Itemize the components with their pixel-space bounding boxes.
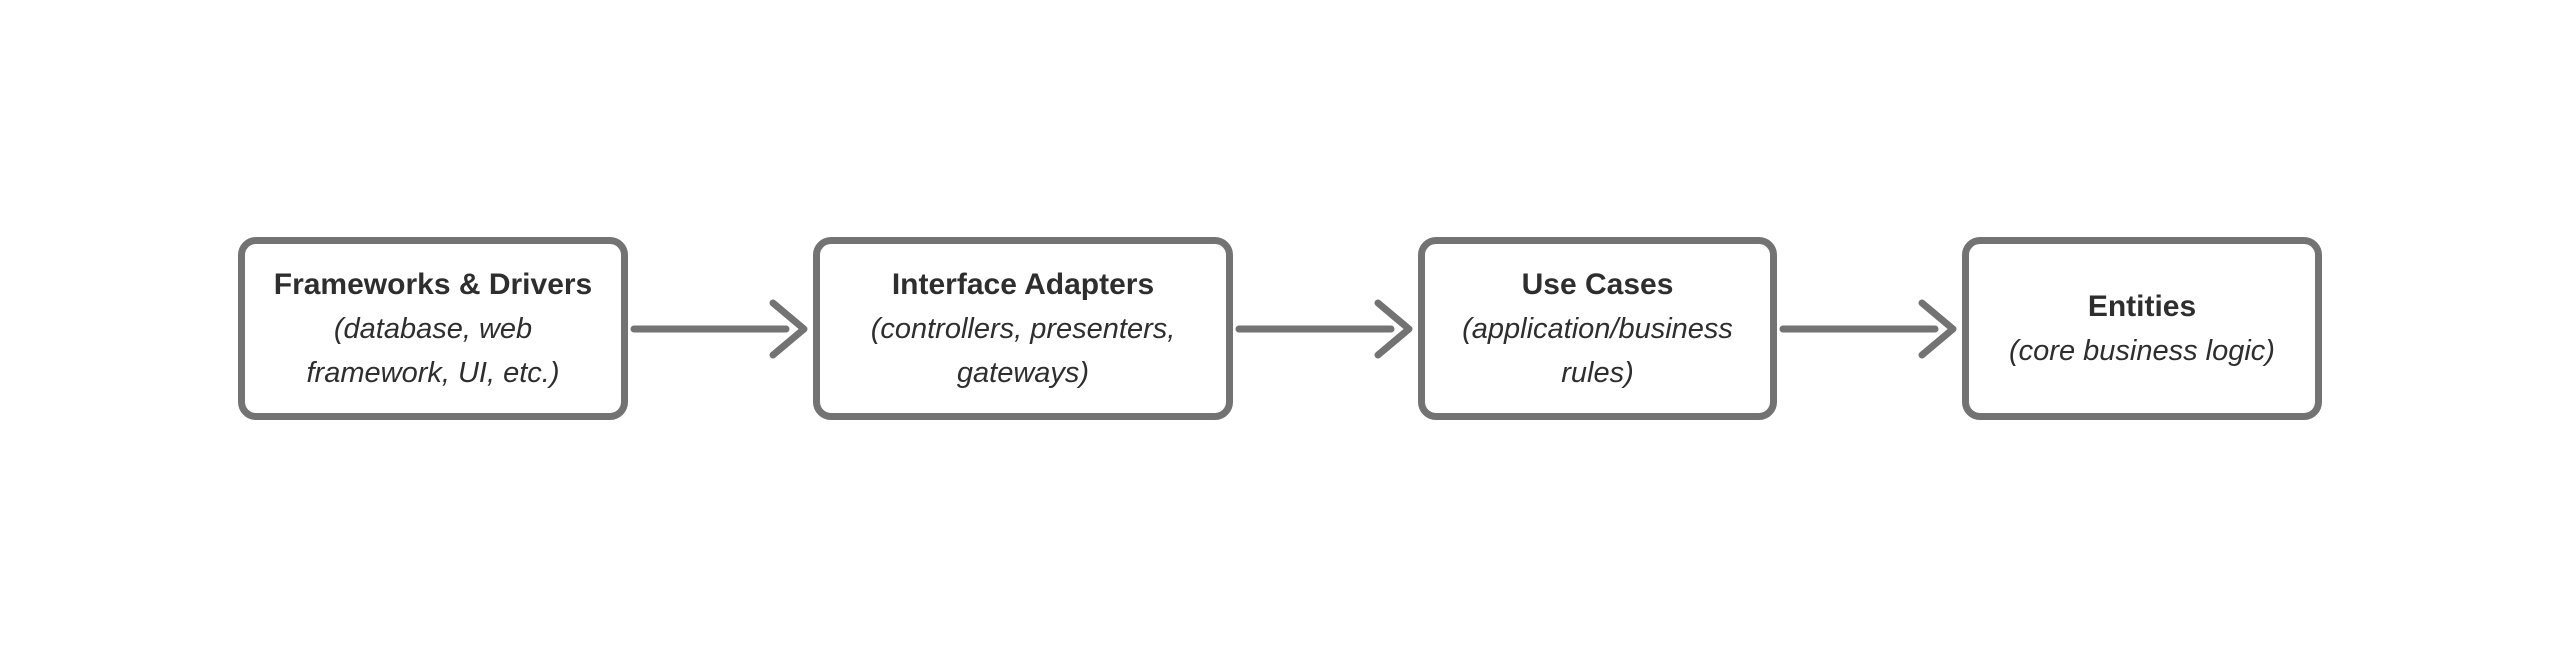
- right-arrow-icon: [630, 299, 808, 358]
- box-title: Entities: [2087, 289, 2197, 323]
- box-entities: Entities (core business logic): [1962, 237, 2322, 420]
- box-subtitle-line: (application/business: [1462, 312, 1733, 345]
- box-title: Frameworks & Drivers: [273, 267, 593, 301]
- box-subtitle-line: (database, web: [333, 312, 533, 345]
- box-subtitle-line: (core business logic): [2009, 334, 2275, 367]
- box-title: Interface Adapters: [891, 267, 1155, 301]
- box-subtitle-line: (controllers, presenters,: [870, 312, 1176, 345]
- box-subtitle-line: rules): [1561, 356, 1634, 389]
- right-arrow-icon: [1779, 299, 1957, 358]
- box-title: Use Cases: [1521, 267, 1674, 301]
- box-subtitle-line: gateways): [956, 356, 1090, 389]
- box-frameworks-drivers: Frameworks & Drivers (database, web fram…: [238, 237, 628, 420]
- box-use-cases: Use Cases (application/business rules): [1418, 237, 1777, 420]
- box-subtitle-line: framework, UI, etc.): [306, 356, 560, 389]
- box-interface-adapters: Interface Adapters (controllers, present…: [813, 237, 1233, 420]
- right-arrow-icon: [1235, 299, 1413, 358]
